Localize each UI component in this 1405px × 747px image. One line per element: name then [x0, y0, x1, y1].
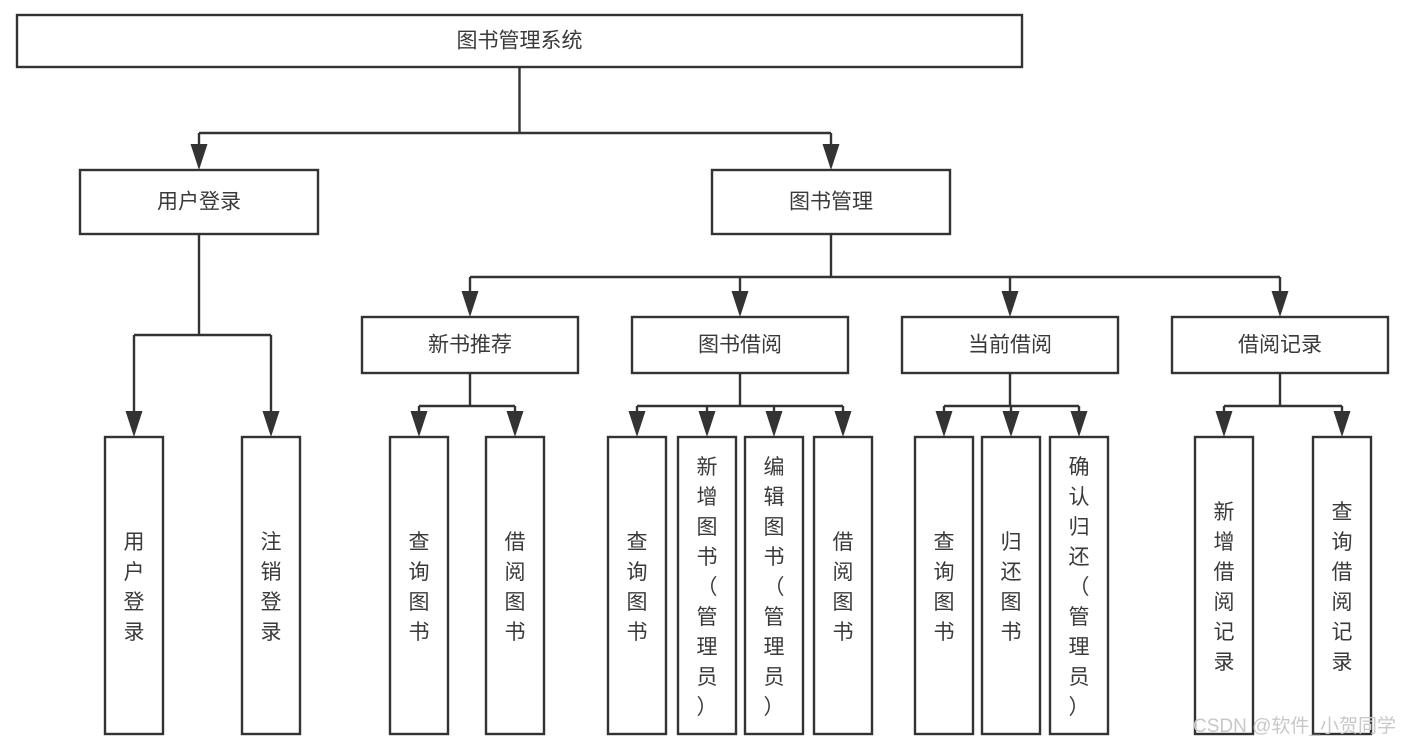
node-leaf-logout[interactable]: 注销登录: [240, 435, 302, 736]
connector-group-book_manage: [461, 234, 1289, 317]
arrow-head-icon: [1215, 411, 1233, 437]
node-box: [1311, 435, 1373, 736]
node-label: 归还图书: [1001, 531, 1022, 644]
node-label: 借阅记录: [1238, 334, 1322, 357]
node-leaf-add-record[interactable]: 新增借阅记录: [1193, 435, 1255, 736]
node-label: 图书管理: [789, 191, 873, 214]
node-leaf-add-book[interactable]: 新增图书（管理员）: [676, 435, 738, 736]
node-box: [812, 435, 874, 736]
connector-group-new_book_rec: [410, 373, 524, 437]
node-box: [980, 435, 1042, 736]
arrow-head-icon: [935, 411, 953, 437]
node-box: [913, 435, 975, 736]
node-label: 新书推荐: [428, 334, 512, 357]
node-user-login[interactable]: 用户登录: [78, 168, 320, 236]
node-box: [78, 168, 320, 236]
node-label: 新增借阅记录: [1214, 501, 1235, 674]
node-box: [606, 435, 668, 736]
arrow-head-icon: [190, 144, 208, 170]
node-label: 查询图书: [627, 531, 648, 644]
node-box: [1048, 435, 1110, 736]
node-box: [240, 435, 302, 736]
node-label: 编辑图书（管理员）: [764, 456, 785, 719]
node-leaf-user-login[interactable]: 用户登录: [103, 435, 165, 736]
node-label: 确认归还（管理员）: [1069, 456, 1090, 719]
node-book-borrow[interactable]: 图书借阅: [630, 315, 850, 375]
node-new-book-rec[interactable]: 新书推荐: [360, 315, 580, 375]
node-leaf-query-book-bb[interactable]: 查询图书: [606, 435, 668, 736]
node-leaf-confirm-return[interactable]: 确认归还（管理员）: [1048, 435, 1110, 736]
node-box: [103, 435, 165, 736]
node-label: 图书管理系统: [457, 30, 583, 53]
node-box: [484, 435, 546, 736]
node-box: [676, 435, 738, 736]
arrow-head-icon: [1001, 291, 1019, 317]
node-layer: 图书管理系统用户登录图书管理新书推荐图书借阅当前借阅借阅记录用户登录注销登录查询…: [15, 13, 1390, 736]
csdn-watermark: CSDN @软件_小贺同学: [1193, 715, 1396, 737]
arrow-head-icon: [822, 144, 840, 170]
node-book-manage[interactable]: 图书管理: [710, 168, 952, 236]
arrow-head-icon: [262, 411, 280, 437]
node-label: 借阅图书: [833, 531, 854, 644]
node-label: 用户登录: [157, 191, 241, 214]
connector-group-user_login: [125, 234, 280, 437]
node-label: 查询图书: [409, 531, 430, 644]
connector-group-root: [190, 67, 840, 170]
arrow-head-icon: [698, 411, 716, 437]
node-box: [360, 315, 580, 375]
node-leaf-query-book-cb[interactable]: 查询图书: [913, 435, 975, 736]
node-root[interactable]: 图书管理系统: [15, 13, 1024, 69]
node-borrow-record[interactable]: 借阅记录: [1170, 315, 1390, 375]
arrow-head-icon: [628, 411, 646, 437]
connector-group-borrow_record: [1215, 373, 1351, 437]
node-current-borrow[interactable]: 当前借阅: [900, 315, 1120, 375]
node-label: 图书借阅: [698, 334, 782, 357]
node-box: [630, 315, 850, 375]
node-box: [900, 315, 1120, 375]
arrow-head-icon: [125, 411, 143, 437]
connector-group-book_borrow: [628, 373, 852, 437]
arrow-head-icon: [1333, 411, 1351, 437]
node-label: 当前借阅: [968, 334, 1052, 357]
node-box: [743, 435, 805, 736]
arrow-head-icon: [506, 411, 524, 437]
node-box: [1170, 315, 1390, 375]
arrow-head-icon: [731, 291, 749, 317]
arrow-head-icon: [1070, 411, 1088, 437]
node-leaf-borrow-book-rec[interactable]: 借阅图书: [484, 435, 546, 736]
node-leaf-query-record[interactable]: 查询借阅记录: [1311, 435, 1373, 736]
node-box: [388, 435, 450, 736]
node-label: 用户登录: [124, 531, 145, 644]
node-leaf-query-book-rec[interactable]: 查询图书: [388, 435, 450, 736]
node-leaf-borrow-book-bb[interactable]: 借阅图书: [812, 435, 874, 736]
node-label: 注销登录: [261, 531, 282, 644]
node-label: 查询借阅记录: [1332, 501, 1353, 674]
node-label: 查询图书: [934, 531, 955, 644]
node-leaf-return-book[interactable]: 归还图书: [980, 435, 1042, 736]
arrow-head-icon: [765, 411, 783, 437]
node-box: [15, 13, 1024, 69]
connector-layer: [125, 67, 1351, 437]
node-leaf-edit-book[interactable]: 编辑图书（管理员）: [743, 435, 805, 736]
node-label: 借阅图书: [505, 531, 526, 644]
node-box: [710, 168, 952, 236]
connector-group-current_borrow: [935, 373, 1088, 437]
node-label: 新增图书（管理员）: [697, 456, 718, 719]
arrow-head-icon: [410, 411, 428, 437]
arrow-head-icon: [461, 291, 479, 317]
arrow-head-icon: [834, 411, 852, 437]
arrow-head-icon: [1002, 411, 1020, 437]
node-box: [1193, 435, 1255, 736]
arrow-head-icon: [1271, 291, 1289, 317]
